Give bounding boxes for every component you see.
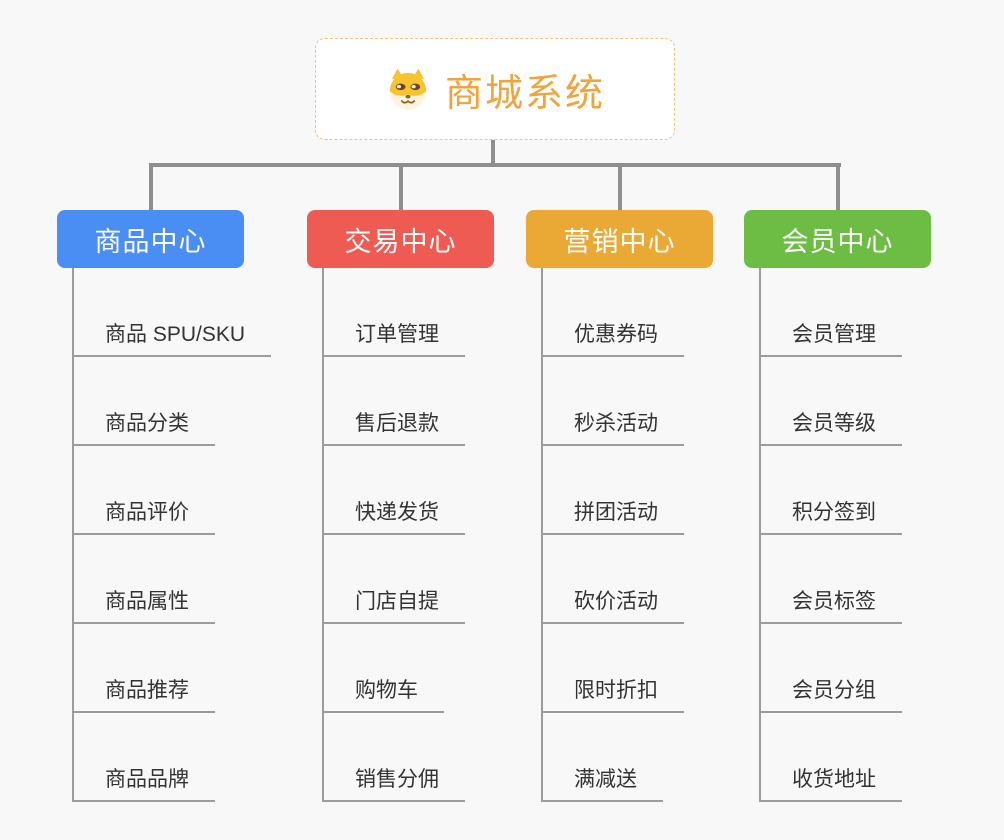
branch-column-marketing: 营销中心 优惠券码 秒杀活动 拼团活动 砍价活动 限时折扣 满减送 [526, 210, 713, 802]
connector-trunk-member [759, 268, 761, 802]
root-node[interactable]: 商城系统 [315, 38, 675, 140]
branch-header-marketing[interactable]: 营销中心 [526, 210, 713, 268]
leaf-node[interactable]: 订单管理 [322, 268, 465, 357]
leaf-label: 会员标签 [759, 585, 902, 624]
leaf-label: 商品品牌 [72, 763, 215, 802]
leaf-node[interactable]: 积分签到 [759, 446, 902, 535]
leaf-node[interactable]: 限时折扣 [541, 624, 684, 713]
leaf-label: 会员管理 [759, 318, 902, 357]
branch-label: 会员中心 [781, 226, 894, 257]
branch-column-product: 商品中心 商品 SPU/SKU 商品分类 商品评价 商品属性 商品推荐 商品品牌 [57, 210, 272, 802]
leaf-node[interactable]: 门店自提 [322, 535, 465, 624]
leaf-node[interactable]: 收货地址 [759, 713, 902, 802]
connector-drop-product [149, 163, 153, 210]
leaf-node[interactable]: 商品推荐 [72, 624, 271, 713]
leaf-node[interactable]: 商品属性 [72, 535, 271, 624]
connector-bus [149, 163, 841, 167]
leaf-label: 购物车 [322, 674, 444, 713]
leaf-label: 会员分组 [759, 674, 902, 713]
leaf-node[interactable]: 拼团活动 [541, 446, 684, 535]
leaf-label: 订单管理 [322, 318, 465, 357]
leaf-label: 会员等级 [759, 407, 902, 446]
branch-header-member[interactable]: 会员中心 [744, 210, 931, 268]
leaf-node[interactable]: 商品评价 [72, 446, 271, 535]
leaf-node[interactable]: 商品品牌 [72, 713, 271, 802]
leaf-label: 商品分类 [72, 407, 215, 446]
leaf-label: 商品属性 [72, 585, 215, 624]
leaf-label: 积分签到 [759, 496, 902, 535]
branch-label: 商品中心 [94, 226, 207, 257]
branch-header-product[interactable]: 商品中心 [57, 210, 244, 268]
leaf-label: 优惠券码 [541, 318, 684, 357]
branch-items-product: 商品 SPU/SKU 商品分类 商品评价 商品属性 商品推荐 商品品牌 [72, 268, 272, 802]
branch-label: 营销中心 [563, 226, 676, 257]
leaf-node[interactable]: 秒杀活动 [541, 357, 684, 446]
connector-trunk-marketing [541, 268, 543, 802]
leaf-node[interactable]: 商品分类 [72, 357, 271, 446]
root-title: 商城系统 [444, 72, 605, 115]
leaf-label: 快递发货 [322, 496, 465, 535]
leaf-node[interactable]: 会员标签 [759, 535, 902, 624]
leaf-label: 商品评价 [72, 496, 215, 535]
connector-drop-member [836, 163, 840, 210]
leaf-label: 拼团活动 [541, 496, 684, 535]
branch-items-trade: 订单管理 售后退款 快递发货 门店自提 购物车 销售分佣 [322, 268, 465, 802]
branch-header-trade[interactable]: 交易中心 [307, 210, 494, 268]
leaf-label: 门店自提 [322, 585, 465, 624]
leaf-node[interactable]: 优惠券码 [541, 268, 684, 357]
leaf-label: 砍价活动 [541, 585, 684, 624]
leaf-label: 满减送 [541, 763, 663, 802]
leaf-node[interactable]: 会员等级 [759, 357, 902, 446]
connector-trunk-product [72, 268, 74, 802]
leaf-label: 商品推荐 [72, 674, 215, 713]
connector-root-stem [491, 140, 495, 165]
leaf-node[interactable]: 会员分组 [759, 624, 902, 713]
leaf-node[interactable]: 会员管理 [759, 268, 902, 357]
leaf-node[interactable]: 满减送 [541, 713, 684, 802]
leaf-node[interactable]: 商品 SPU/SKU [72, 268, 272, 357]
connector-drop-trade [399, 163, 403, 210]
leaf-node[interactable]: 砍价活动 [541, 535, 684, 624]
leaf-label: 收货地址 [759, 763, 902, 802]
leaf-node[interactable]: 销售分佣 [322, 713, 465, 802]
branch-items-member: 会员管理 会员等级 积分签到 会员标签 会员分组 收货地址 [759, 268, 902, 802]
leaf-label: 秒杀活动 [541, 407, 684, 446]
branch-column-member: 会员中心 会员管理 会员等级 积分签到 会员标签 会员分组 收货地址 [744, 210, 931, 802]
leaf-node[interactable]: 购物车 [322, 624, 465, 713]
leaf-node[interactable]: 快递发货 [322, 446, 465, 535]
leaf-label: 销售分佣 [322, 763, 465, 802]
connector-trunk-trade [322, 268, 324, 802]
branch-label: 交易中心 [344, 226, 457, 257]
leaf-label: 限时折扣 [541, 674, 684, 713]
leaf-node[interactable]: 售后退款 [322, 357, 465, 446]
leaf-label: 商品 SPU/SKU [72, 318, 272, 357]
branch-items-marketing: 优惠券码 秒杀活动 拼团活动 砍价活动 限时折扣 满减送 [541, 268, 684, 802]
leaf-label: 售后退款 [322, 407, 465, 446]
dog-face-icon [389, 68, 427, 110]
connector-drop-marketing [618, 163, 622, 210]
branch-column-trade: 交易中心 订单管理 售后退款 快递发货 门店自提 购物车 销售分佣 [307, 210, 494, 802]
